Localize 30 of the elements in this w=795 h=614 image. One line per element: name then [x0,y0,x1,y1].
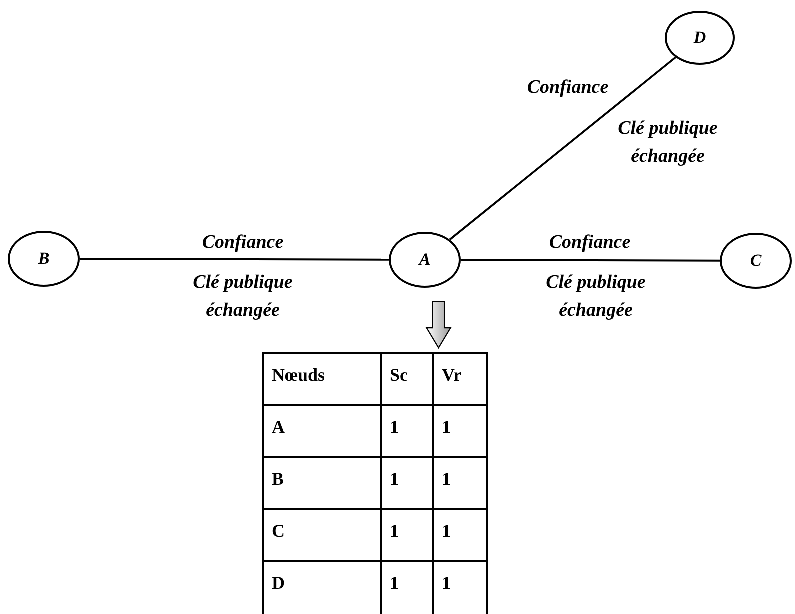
table-cell: Vr [434,354,488,406]
connector-line [461,259,720,262]
edge-label: Confiance [549,230,631,255]
table-cell: 1 [434,458,488,510]
edge-label: Confiance [202,230,284,255]
table-cell: D [264,562,382,614]
node-ellipse: B [8,231,80,287]
table-cell: A [264,406,382,458]
table-cell: 1 [382,510,434,562]
table-cell: 1 [382,562,434,614]
edge-label: Confiance [527,76,609,100]
edge-note: Clé publique échangée [545,271,647,323]
table-cell-text: 1 [441,572,452,595]
node-ellipse: A [389,232,461,288]
connector-line [80,258,389,261]
table-cell: C [264,510,382,562]
table-cell: 1 [434,510,488,562]
table-cell: Nœuds [264,354,382,406]
edge-note: Clé publique échangée [617,117,719,169]
table-cell: 1 [382,458,434,510]
table-cell: 1 [434,406,488,458]
node-ellipse: D [665,11,735,65]
table-cell: 1 [382,406,434,458]
node-ellipse: C [720,233,792,289]
connector-line [449,56,676,241]
table-cell: Sc [382,354,434,406]
data-table [262,352,488,614]
edge-note: Clé publique échangée [192,271,294,323]
block-arrow [426,300,452,350]
table-cell: B [264,458,382,510]
